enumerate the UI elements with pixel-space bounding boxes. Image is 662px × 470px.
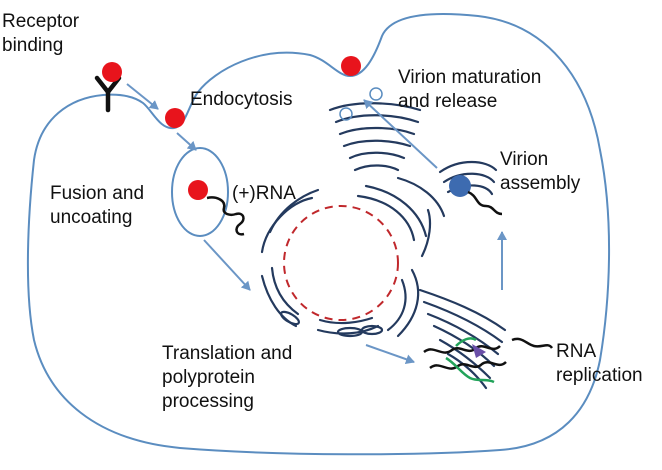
plus-rna-strand bbox=[206, 196, 245, 236]
replication-rna-strand bbox=[423, 345, 501, 354]
release-vesicle bbox=[339, 107, 353, 121]
receptor-binding-label: Receptor binding bbox=[2, 11, 80, 56]
new-rna-strand bbox=[455, 337, 477, 347]
virion-in-endosome bbox=[188, 180, 208, 200]
translation-label: Translation and polyprotein processing bbox=[162, 343, 293, 412]
fusion-uncoating-label: Fusion and uncoating bbox=[50, 183, 145, 228]
pathway-arrows bbox=[126, 83, 507, 365]
virion-assembly-label: Virion assembly bbox=[500, 149, 581, 194]
virion-endocytosis bbox=[165, 108, 185, 128]
virion-release bbox=[341, 56, 361, 76]
nucleus bbox=[283, 205, 399, 321]
endosome bbox=[171, 147, 229, 237]
assembly-rna-strand bbox=[467, 190, 503, 216]
release-vesicle bbox=[369, 87, 383, 101]
er-golgi-membranes bbox=[260, 102, 507, 390]
assembly-virion bbox=[449, 175, 471, 197]
polymerase-icon bbox=[472, 344, 486, 358]
endocytosis-label: Endocytosis bbox=[190, 89, 293, 110]
replication-rna-strand bbox=[429, 361, 507, 370]
virion-maturation-label: Virion maturation and release bbox=[398, 67, 542, 112]
virion-receptor-bound bbox=[102, 62, 122, 82]
rna-replication-label: RNA replication bbox=[556, 341, 643, 386]
plus-rna-label: (+)RNA bbox=[232, 183, 296, 204]
cell-membrane bbox=[26, 13, 611, 456]
replication-rna-strand bbox=[511, 337, 554, 349]
new-rna-strand bbox=[445, 356, 495, 384]
